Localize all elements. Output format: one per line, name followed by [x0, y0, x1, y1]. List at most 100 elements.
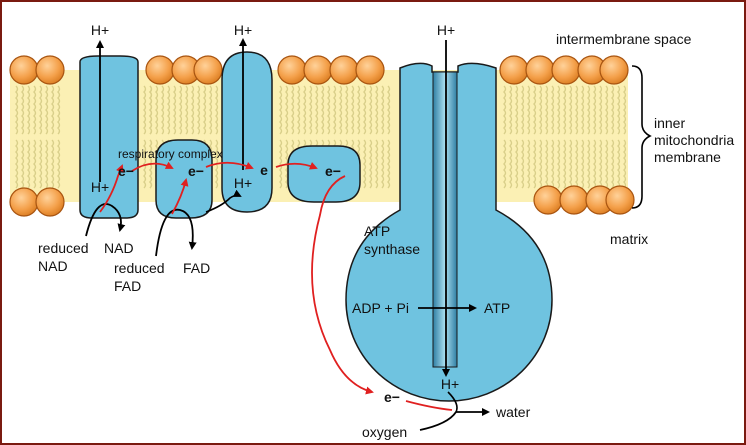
lipid-tail	[303, 85, 307, 135]
lipid-tail	[611, 85, 615, 135]
lipid-tail	[551, 139, 555, 189]
lipid-heads	[9, 55, 635, 217]
lipid-tail	[191, 85, 195, 135]
lipid-tail	[285, 85, 289, 135]
nad-label: NAD	[104, 240, 134, 256]
oxygen-label: oxygen	[362, 424, 407, 440]
lipid-tail	[605, 85, 609, 135]
lipid-tail	[363, 139, 367, 189]
lipid-tail	[21, 139, 25, 189]
h-plus-complex-3-top: H+	[234, 22, 252, 38]
lipid-tail	[381, 139, 385, 189]
fad-label: FAD	[183, 260, 210, 276]
atp-synthase-label-1: ATP	[364, 223, 390, 239]
lipid-tail	[209, 85, 213, 135]
lipid-head	[9, 55, 39, 85]
lipid-tail	[509, 139, 513, 189]
lipid-tail	[197, 85, 201, 135]
lipid-tail	[185, 85, 189, 135]
lipid-tail	[369, 85, 373, 135]
lipid-tail	[21, 85, 25, 135]
lipid-tail	[515, 85, 519, 135]
electron-complex-2: e−	[188, 163, 204, 179]
electron-path-2-to-3	[205, 161, 254, 170]
lipid-tail	[387, 139, 391, 189]
adp-pi-label: ADP + Pi	[352, 300, 409, 316]
complex-2-to-3-arrow	[205, 189, 242, 213]
lipid-tail	[575, 139, 579, 189]
lipid-head	[145, 55, 175, 85]
lipid-tail	[623, 85, 627, 135]
atp-synthase-channel	[432, 71, 458, 368]
lipid-head	[277, 55, 307, 85]
h-plus-atp-synthase-bottom: H+	[441, 376, 459, 392]
lipid-tail	[545, 139, 549, 189]
lipid-tail	[599, 85, 603, 135]
lipid-tail	[15, 139, 19, 189]
lipid-tail	[581, 139, 585, 189]
lipid-tail	[357, 85, 361, 135]
lipid-tail	[387, 85, 391, 135]
electron-path-1-to-2	[131, 161, 174, 172]
complex-4	[287, 145, 361, 203]
electron-path-to-water	[405, 400, 453, 411]
inner-membrane-label-1: inner	[654, 115, 685, 131]
oxygen-to-water-arrow	[419, 408, 490, 431]
lipid-tail	[51, 85, 55, 135]
lipid-head	[9, 187, 39, 217]
lipid-tail	[375, 85, 379, 135]
lipid-tail	[39, 139, 43, 189]
lipid-tail	[551, 85, 555, 135]
lipid-tail	[563, 139, 567, 189]
lipid-tail	[15, 85, 19, 135]
lipid-tail	[593, 139, 597, 189]
lipid-tail	[381, 85, 385, 135]
fad-conversion-arrow	[155, 208, 197, 257]
lipid-tail	[569, 139, 573, 189]
lipid-tail	[521, 139, 525, 189]
lipid-tail	[345, 85, 349, 135]
lipid-tail	[527, 85, 531, 135]
h-plus-complex-3-bottom: H+	[234, 175, 252, 191]
lipid-head	[35, 55, 65, 85]
lipid-tail	[57, 85, 61, 135]
electron-complex-1: e−	[118, 163, 134, 179]
respiratory-complex-label: respiratory complex	[118, 147, 223, 161]
reduced-nad-label-2: NAD	[38, 258, 68, 274]
electron-path-3-to-4	[275, 162, 318, 170]
lipid-tail	[327, 85, 331, 135]
electron-complex-3: e	[260, 162, 268, 178]
lipid-head	[303, 55, 333, 85]
lipid-tail	[533, 139, 537, 189]
electron-path-fad	[171, 178, 189, 215]
h-plus-complex-1-bottom: H+	[91, 179, 109, 195]
lipid-tail	[369, 139, 373, 189]
electron-path-4-to-oxygen	[311, 175, 374, 395]
lipid-tail	[161, 85, 165, 135]
lipid-tail	[599, 139, 603, 189]
lipid-tail	[149, 85, 153, 135]
lipid-head	[559, 185, 589, 215]
lipid-tail	[503, 139, 507, 189]
lipid-head	[599, 55, 629, 85]
atp-synthase-label-2: synthase	[364, 241, 420, 257]
lipid-tail	[509, 85, 513, 135]
lipid-tail	[27, 85, 31, 135]
complex-3	[221, 51, 273, 213]
lipid-tail	[563, 85, 567, 135]
lipid-tail	[503, 85, 507, 135]
intermembrane-space-label: intermembrane space	[556, 31, 692, 47]
lipid-tail	[617, 85, 621, 135]
lipid-tail	[521, 85, 525, 135]
lipid-tail	[617, 139, 621, 189]
lipid-tail	[315, 85, 319, 135]
lipid-tail	[57, 139, 61, 189]
lipid-head	[329, 55, 359, 85]
lipid-tail	[605, 139, 609, 189]
lipid-tail	[215, 85, 219, 135]
water-label: water	[495, 404, 531, 420]
lipid-tail	[611, 139, 615, 189]
lipid-tail	[33, 85, 37, 135]
lipid-tail	[581, 85, 585, 135]
lipid-tail	[321, 85, 325, 135]
